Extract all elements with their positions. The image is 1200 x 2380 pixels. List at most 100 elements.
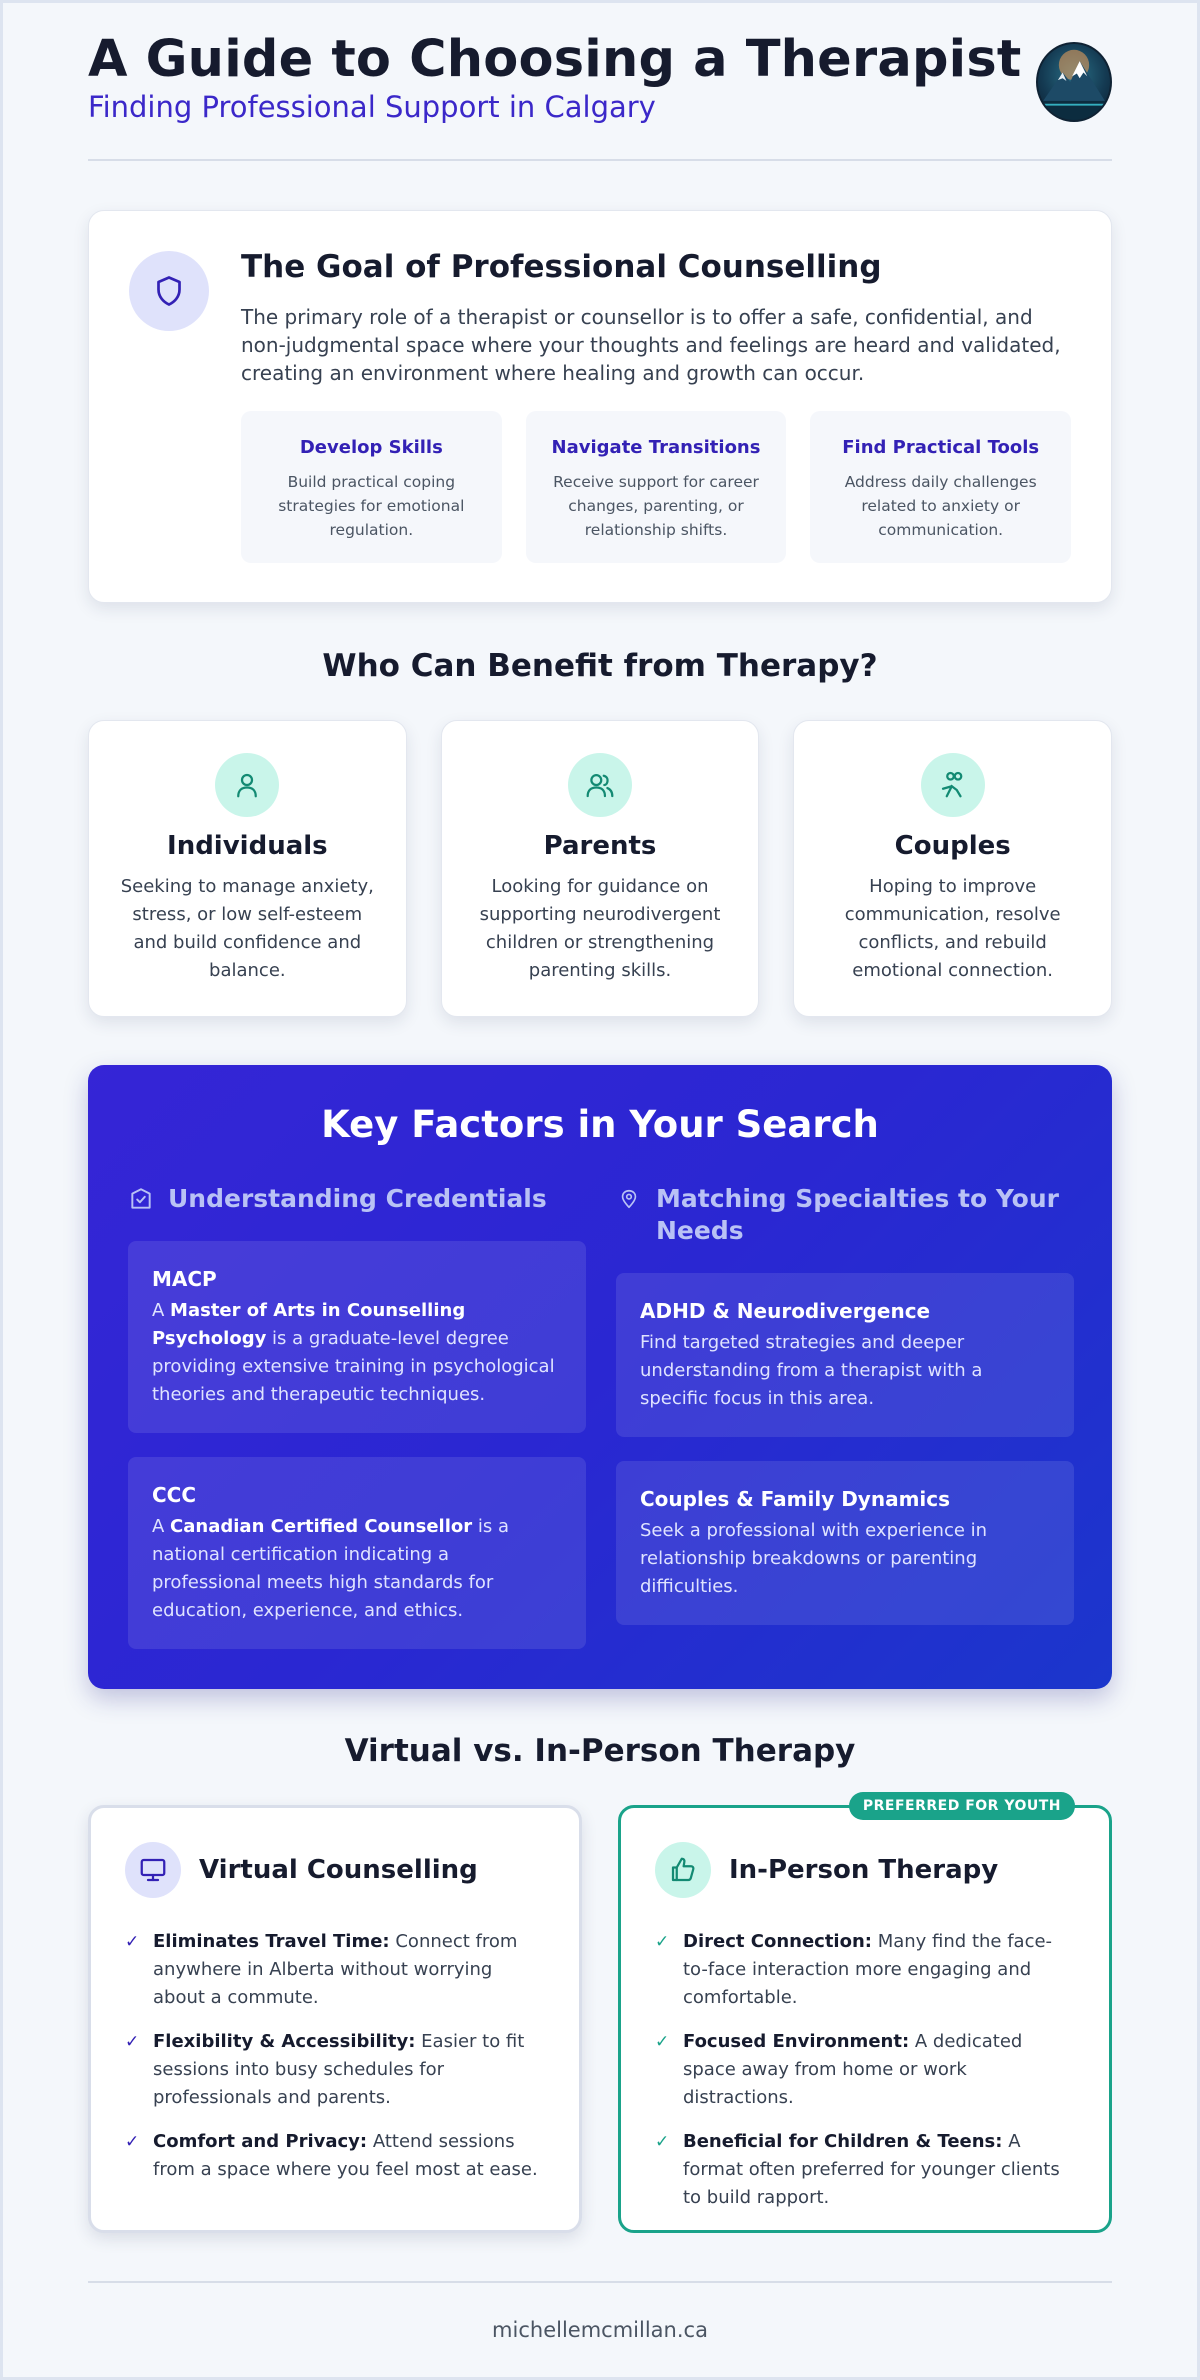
person-icon xyxy=(215,753,280,817)
couple-icon xyxy=(920,753,985,817)
goal-text: The primary role of a therapist or couns… xyxy=(241,305,1061,385)
list-item: ✓ Direct Connection: Many find the face-t… xyxy=(655,1928,1075,2012)
check-icon: ✓ xyxy=(655,1932,670,1952)
benefit-title: Individuals xyxy=(167,831,328,861)
shield-icon xyxy=(129,251,209,331)
benefit-card-parents: Parents Looking for guidance on supporti… xyxy=(440,720,760,1017)
credential-text-bold: Canadian Certified Counsellor xyxy=(170,1516,473,1537)
page-title: A Guide to Choosing a Therapist xyxy=(88,30,1022,89)
list-item: ✓ Focused Environment: A dedicated space … xyxy=(655,2028,1075,2112)
benefits-heading: Who Can Benefit from Therapy? xyxy=(322,648,878,684)
list-item-text: Focused Environment: A dedicated space a… xyxy=(683,2028,1075,2112)
check-icon: ✓ xyxy=(655,2032,670,2052)
specialties-heading: Matching Specialties to Your Needs xyxy=(616,1183,1074,1247)
in-person-list: ✓ Direct Connection: Many find the face-t… xyxy=(655,1928,1075,2212)
list-item: ✓ Comfort and Privacy: Attend sessions fr… xyxy=(125,2128,545,2184)
list-item-text: Eliminates Travel Time: Connect from any… xyxy=(153,1928,545,2012)
specialties-heading-text: Matching Specialties to Your Needs xyxy=(656,1184,1059,1245)
goal-title: The Goal of Professional Counselling xyxy=(241,249,882,285)
mountain-logo-icon xyxy=(1036,42,1112,122)
check-icon: ✓ xyxy=(655,2132,670,2152)
credential-text-pre: A xyxy=(152,1516,171,1537)
specialty-title: Couples & Family Dynamics xyxy=(640,1487,951,1511)
credential-text-post: is a graduate-level degree providing ext… xyxy=(152,1328,555,1405)
virtual-card-header: Virtual Counselling xyxy=(125,1842,545,1898)
list-item-body: Easier to fit sessions into busy schedul… xyxy=(153,2031,525,2108)
specialty-text: Find targeted strategies and deeper unde… xyxy=(640,1332,983,1409)
list-item-body: A dedicated space away from home or work… xyxy=(683,2031,1023,2108)
goal-box: Navigate Transitions Receive support for… xyxy=(525,411,787,563)
check-icon: ✓ xyxy=(125,2032,140,2052)
credential-text: A Canadian Certified Counsellor is a nat… xyxy=(152,1513,562,1625)
goal-box-title: Find Practical Tools xyxy=(842,437,1040,458)
goal-box-title: Navigate Transitions xyxy=(551,437,761,458)
in-person-card-title: In-Person Therapy xyxy=(729,1855,999,1885)
page-header: A Guide to Choosing a Therapist Finding … xyxy=(88,0,1112,161)
monitor-icon xyxy=(125,1842,181,1898)
credentials-column: Understanding Credentials MACP A Master … xyxy=(128,1183,586,1649)
check-icon: ✓ xyxy=(125,2132,140,2152)
list-item-text: Flexibility & Accessibility: Easier to f… xyxy=(153,2028,545,2112)
page-subtitle: Finding Professional Support in Calgary xyxy=(88,90,656,124)
list-item-text: Comfort and Privacy: Attend sessions fro… xyxy=(153,2128,545,2184)
preferred-badge: PREFERRED FOR YOUTH xyxy=(848,1792,1075,1820)
credential-box-macp: MACP A Master of Arts in Counselling Psy… xyxy=(128,1241,586,1433)
virtual-list: ✓ Eliminates Travel Time: Connect from an… xyxy=(125,1928,545,2184)
list-item-bold: Comfort and Privacy: xyxy=(153,2131,368,2152)
badge-check-icon xyxy=(128,1183,154,1215)
credential-box-ccc: CCC A Canadian Certified Counsellor is a… xyxy=(128,1457,586,1649)
benefit-text: Hoping to improve communication, resolve… xyxy=(844,876,1061,981)
goal-box: Find Practical Tools Address daily chall… xyxy=(810,411,1072,563)
credentials-heading-text: Understanding Credentials xyxy=(168,1184,547,1213)
list-item-body: Connect from anywhere in Alberta without… xyxy=(153,1931,518,2008)
benefit-text: Looking for guidance on supporting neuro… xyxy=(479,876,721,981)
users-icon xyxy=(568,753,632,817)
list-item-body: Many find the face-to-face interaction m… xyxy=(683,1931,1053,2008)
map-pin-icon xyxy=(616,1183,642,1215)
specialties-column: Matching Specialties to Your Needs ADHD … xyxy=(616,1183,1074,1625)
list-item-bold: Eliminates Travel Time: xyxy=(153,1931,390,1952)
check-icon: ✓ xyxy=(125,1932,140,1952)
footer-divider xyxy=(88,2281,1112,2283)
factors-title: Key Factors in Your Search xyxy=(321,1103,879,1146)
specialty-text: Seek a professional with experience in r… xyxy=(640,1520,988,1597)
goal-boxes: Develop Skills Build practical coping st… xyxy=(241,411,1072,563)
in-person-card: PREFERRED FOR YOUTH In-Person Therapy ✓ D… xyxy=(618,1792,1112,2233)
specialty-box-couples: Couples & Family Dynamics Seek a profess… xyxy=(616,1461,1074,1625)
benefit-title: Parents xyxy=(543,831,657,861)
list-item-body: Attend sessions from a space where you f… xyxy=(153,2131,538,2180)
page-content: A Guide to Choosing a Therapist Finding … xyxy=(88,0,1113,2342)
virtual-card-title: Virtual Counselling xyxy=(199,1855,478,1885)
benefit-card-individuals: Individuals Seeking to manage anxiety, s… xyxy=(88,720,407,1017)
list-item-bold: Focused Environment: xyxy=(683,2031,910,2052)
goal-box-title: Develop Skills xyxy=(299,437,443,458)
header-divider xyxy=(88,159,1112,161)
goal-box: Develop Skills Build practical coping st… xyxy=(241,411,502,563)
footer-site-link[interactable]: michellemcmillan.ca xyxy=(492,2318,708,2342)
list-item-body: A format often preferred for younger cli… xyxy=(683,2131,1060,2208)
benefit-text: Seeking to manage anxiety, stress, or lo… xyxy=(120,876,374,981)
list-item-text: Direct Connection: Many find the face-to… xyxy=(683,1928,1075,2012)
thumbs-up-icon xyxy=(655,1842,711,1898)
list-item-bold: Flexibility & Accessibility: xyxy=(153,2031,416,2052)
goal-box-text: Address daily challenges related to anxi… xyxy=(844,473,1037,539)
credential-title: MACP xyxy=(152,1267,217,1291)
in-person-card-header: In-Person Therapy xyxy=(655,1842,1075,1898)
goal-card: The Goal of Professional Counselling The… xyxy=(88,210,1112,603)
credential-text-post: is a national certification indicating a… xyxy=(152,1516,509,1621)
goal-box-text: Receive support for career changes, pare… xyxy=(553,473,759,539)
credential-text-bold: Master of Arts in Counselling Psychology xyxy=(152,1300,466,1349)
benefit-title: Couples xyxy=(894,831,1011,861)
list-item: ✓ Beneficial for Children & Teens: A form… xyxy=(655,2128,1075,2212)
credential-text: A Master of Arts in Counselling Psycholo… xyxy=(152,1297,562,1409)
list-item-bold: Beneficial for Children & Teens: xyxy=(683,2131,1003,2152)
benefit-card-couples: Couples Hoping to improve communication,… xyxy=(793,720,1113,1017)
list-item: ✓ Flexibility & Accessibility: Easier to … xyxy=(125,2028,545,2112)
specialty-box-adhd: ADHD & Neurodivergence Find targeted str… xyxy=(616,1273,1074,1437)
virtual-card: Virtual Counselling ✓ Eliminates Travel T… xyxy=(88,1805,582,2233)
credentials-heading: Understanding Credentials xyxy=(128,1183,586,1215)
goal-box-text: Build practical coping strategies for em… xyxy=(278,473,465,539)
credential-title: CCC xyxy=(152,1483,197,1507)
compare-heading: Virtual vs. In-Person Therapy xyxy=(344,1733,856,1769)
